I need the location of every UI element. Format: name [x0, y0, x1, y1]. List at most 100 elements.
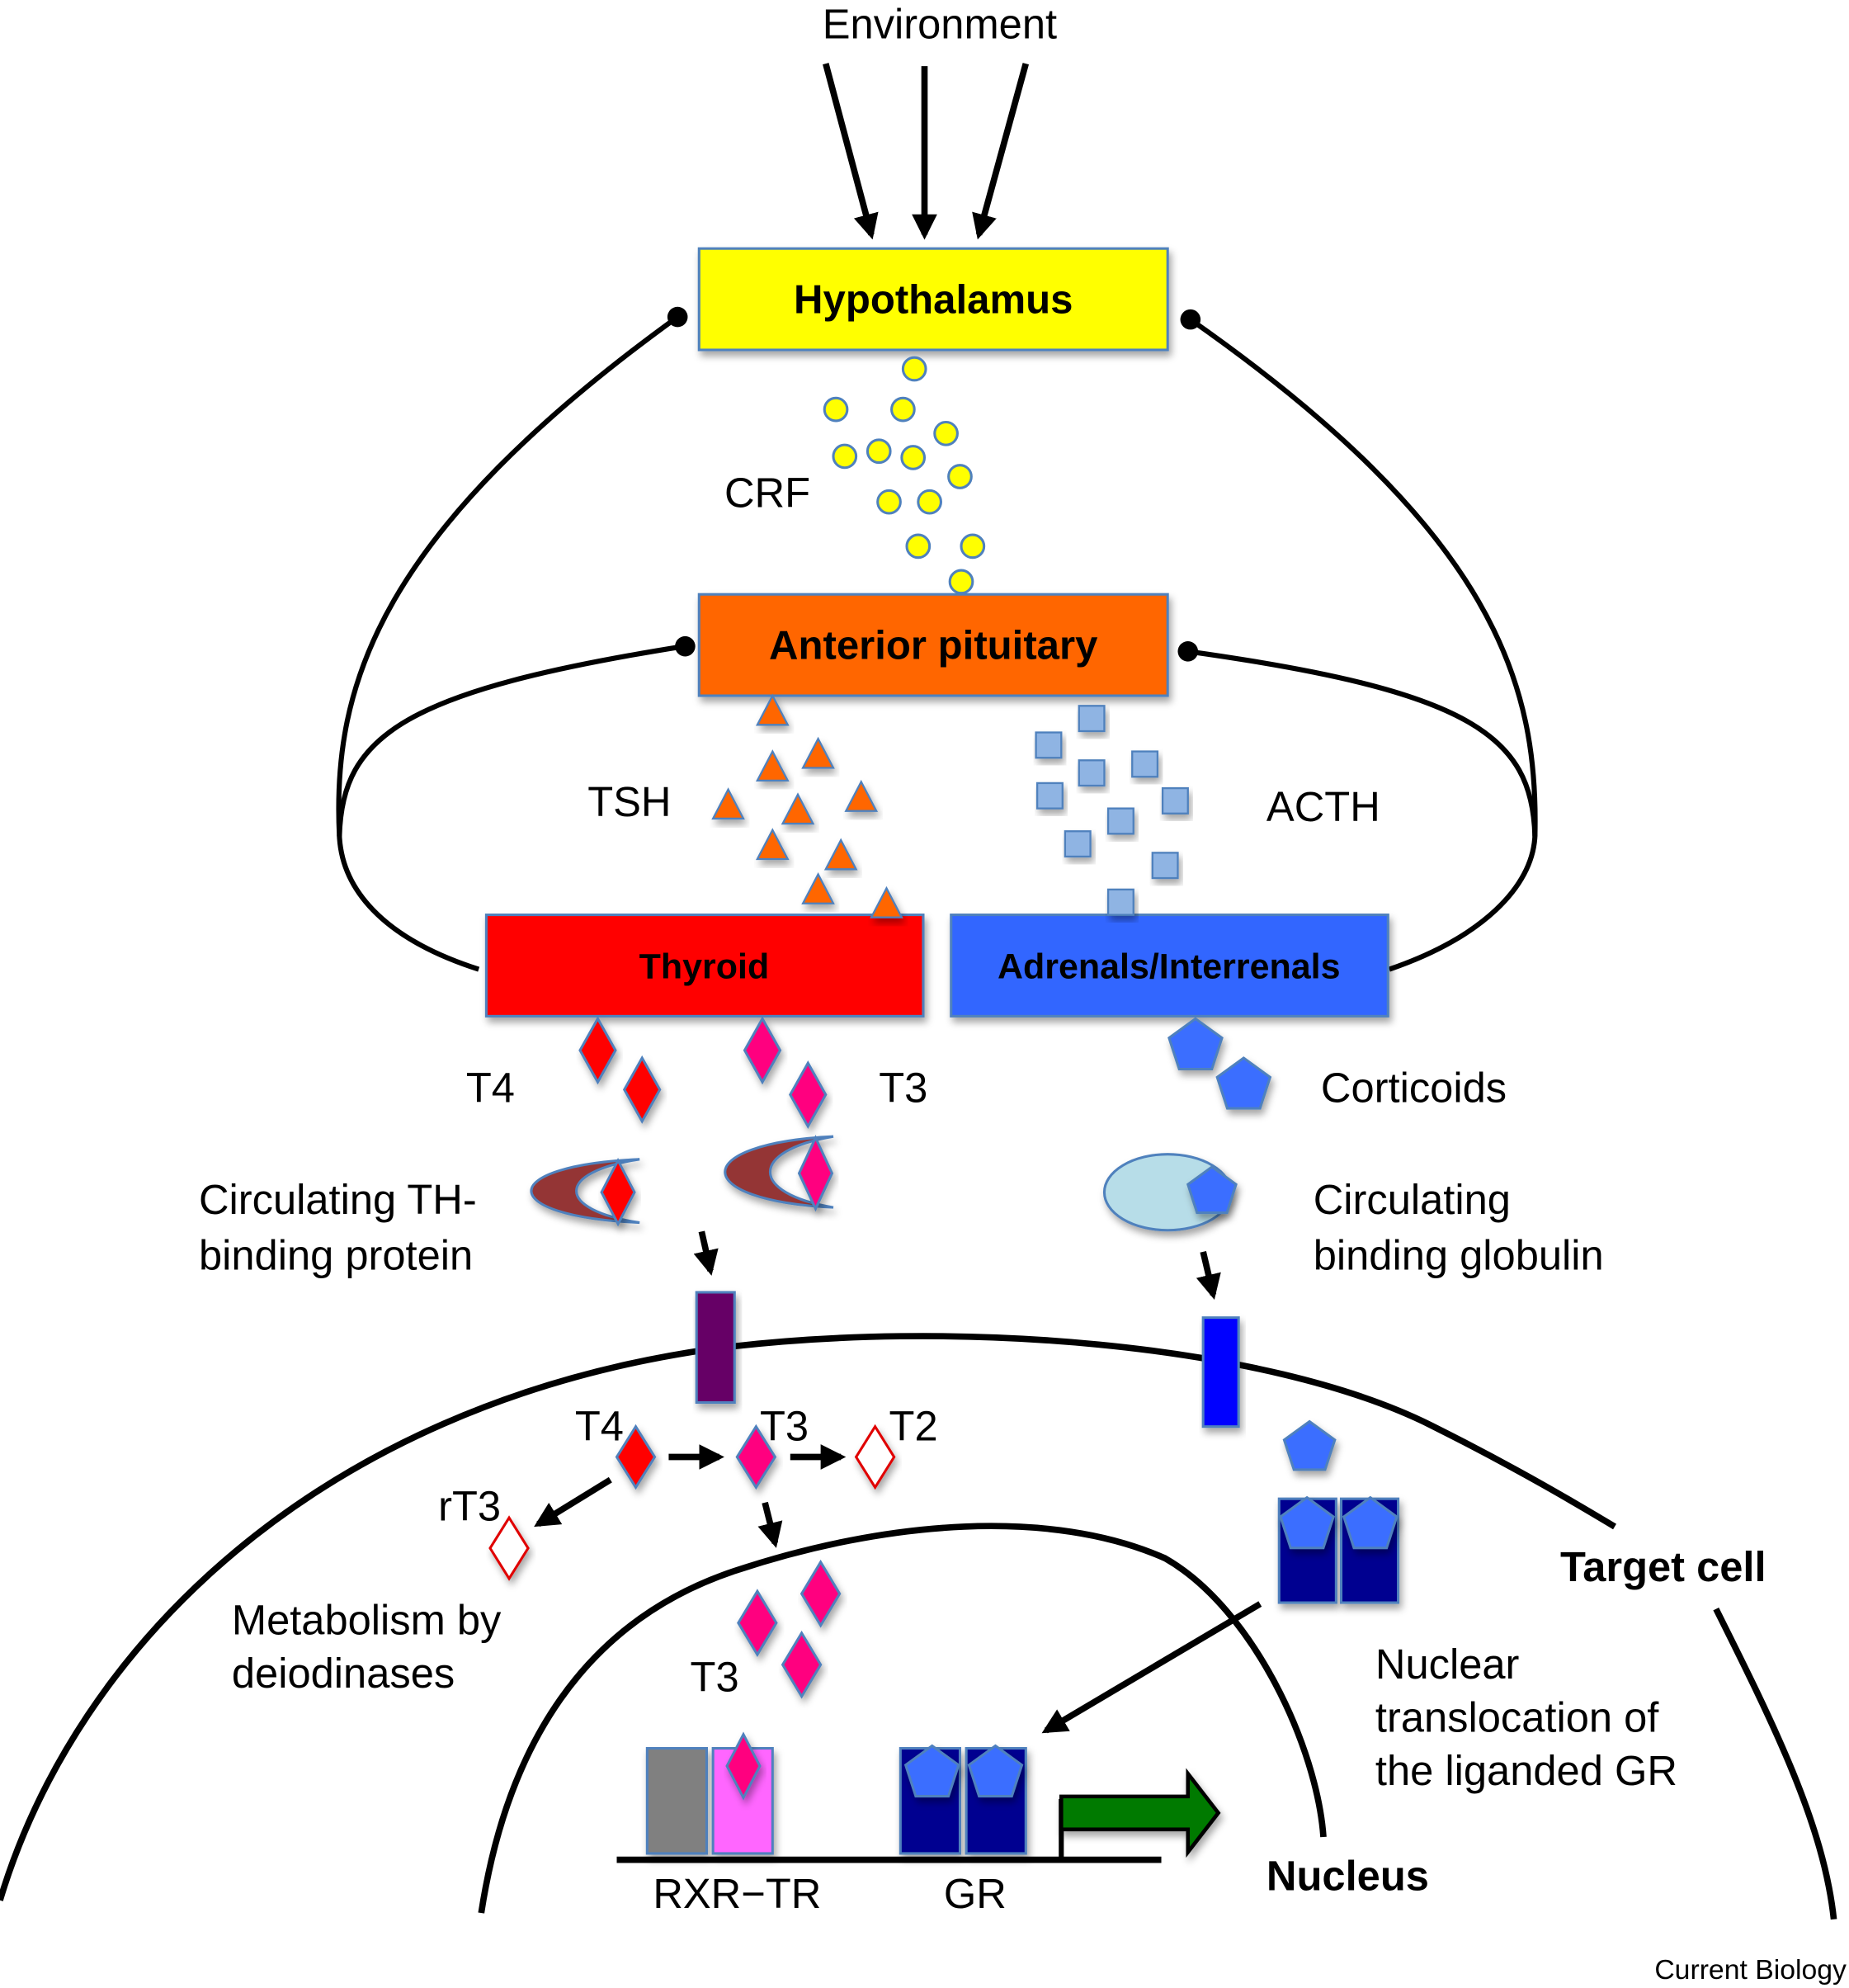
crf-molecule [900, 445, 927, 470]
bound-corticoid-molecule [1186, 1165, 1238, 1215]
arrow-globulin-to-transporter [1196, 1250, 1221, 1301]
t3-released-label: T3 [879, 1065, 927, 1112]
crf-molecule [948, 569, 974, 595]
t4-molecule [622, 1055, 662, 1124]
translocation-label-line2: translocation of [1375, 1694, 1659, 1741]
feedback-thyroid-to-pituitary [337, 644, 685, 837]
feedback-loops [336, 314, 1538, 972]
intracellular-t4-molecule [615, 1424, 657, 1490]
acth-molecule [1078, 705, 1106, 733]
anterior-pituitary-label: Anterior pituitary [769, 624, 1098, 668]
rxr-tr-label: RXR−TR [653, 1870, 821, 1917]
tsh-molecule [870, 885, 903, 918]
inhibition-dot-hypothalamus-left [667, 306, 688, 328]
feedback-inhibition-dots [667, 306, 1201, 662]
rxr-receptor [645, 1747, 709, 1855]
t3-molecule [789, 1060, 828, 1130]
nucleus-membrane [478, 1523, 1327, 1914]
feedback-adrenal-to-hypothalamus [1189, 317, 1538, 972]
nuclear-t3-molecule [800, 1559, 842, 1628]
tr-bound-t3 [725, 1731, 762, 1801]
acth-molecule [1106, 807, 1134, 835]
tsh-molecule [823, 838, 858, 871]
feedback-adrenal-to-pituitary [1187, 649, 1538, 837]
tsh-label: TSH [587, 778, 671, 825]
th-binding-label-line1: Circulating TH- [199, 1176, 477, 1223]
arrow-gr-translocation [1041, 1601, 1262, 1734]
translocation-label-line1: Nuclear [1375, 1641, 1520, 1688]
crf-molecule [960, 533, 986, 560]
crf-molecule [905, 533, 932, 560]
metabolism-label-line1: Metabolism by [232, 1596, 502, 1643]
nuclear-t3-molecule [737, 1589, 778, 1657]
corticoid-molecule [1167, 1017, 1224, 1071]
tsh-molecule [711, 787, 745, 820]
arrow-binding-to-transporter [693, 1230, 719, 1276]
cytoplasmic-corticoid-molecule [1282, 1419, 1337, 1471]
th-binding-proteins [530, 1135, 834, 1227]
nucleus-label: Nucleus [1266, 1852, 1429, 1899]
tsh-particles [711, 693, 903, 918]
t3-molecule [743, 1016, 782, 1085]
corticoid-molecule [1215, 1056, 1272, 1110]
transcription-arrow [1059, 1768, 1221, 1858]
acth-molecule [1151, 852, 1179, 880]
gr-bound-corticoid [1342, 1495, 1399, 1550]
intracellular-t2-label: T2 [889, 1403, 938, 1450]
t4-molecule [578, 1016, 617, 1085]
environment-label: Environment [823, 0, 1057, 47]
inhibition-dot-hypothalamus-right [1180, 309, 1201, 330]
crf-molecule [866, 438, 892, 465]
target-cell-membrane-right [1713, 1607, 1837, 1920]
th-binding-protein [530, 1158, 640, 1225]
inhibition-dot-pituitary-right [1177, 641, 1199, 662]
rt3-label: rT3 [438, 1482, 501, 1529]
tsh-molecule [755, 749, 790, 782]
pathway-arrows [534, 1230, 1262, 1734]
crf-molecule [832, 443, 858, 470]
environment-arrow-left [823, 63, 879, 240]
intracellular-t3-molecule [735, 1424, 777, 1490]
t4-released-label: T4 [466, 1065, 515, 1112]
crf-molecule [947, 464, 973, 489]
tsh-molecule [801, 736, 835, 769]
cell-membranes [0, 1333, 1837, 1920]
hypothalamus-label: Hypothalamus [794, 277, 1073, 322]
arrow-t3-to-nucleus [757, 1501, 783, 1548]
th-binding-label-line2: binding protein [199, 1231, 473, 1278]
gr-bound-corticoid [1279, 1495, 1335, 1550]
crf-molecule [876, 489, 902, 515]
thyroid-box: Thyroid [484, 914, 925, 1018]
nuclear-receptors [645, 1731, 1027, 1855]
feedback-thyroid-to-hypothalamus [336, 314, 679, 972]
acth-particles [1035, 705, 1189, 916]
acth-label: ACTH [1266, 783, 1380, 830]
crf-molecule [917, 489, 942, 515]
gr-bound-corticoid [967, 1744, 1024, 1798]
acth-molecule [1106, 888, 1134, 916]
acth-molecule [1064, 830, 1092, 858]
intracellular-t3-label: T3 [760, 1403, 809, 1450]
target-cell-membrane [0, 1333, 1617, 1901]
crf-molecule [890, 396, 916, 423]
rt3-molecule [488, 1515, 530, 1581]
gr-bound-corticoid [903, 1744, 960, 1798]
tsh-molecule [844, 779, 879, 812]
nuclear-t3-molecule [781, 1630, 823, 1699]
acth-molecule [1035, 782, 1064, 810]
t2-molecule [854, 1424, 896, 1490]
environment-arrows [823, 63, 1029, 240]
intracellular-molecules [488, 1419, 1400, 1699]
corticoids-label: Corticoids [1321, 1065, 1507, 1112]
inhibition-dot-pituitary-left [675, 635, 696, 657]
tsh-molecule [755, 828, 790, 861]
source-credit: Current Biology [1654, 1954, 1847, 1986]
corticoid-binding-globulin [1102, 1153, 1238, 1232]
bound-t4-molecule [600, 1158, 636, 1227]
tsh-molecule [755, 693, 790, 726]
acth-molecule [1078, 759, 1106, 787]
tsh-molecule [781, 792, 815, 825]
anterior-pituitary-box: Anterior pituitary [697, 593, 1169, 697]
corticoid-molecules [1167, 1017, 1272, 1110]
